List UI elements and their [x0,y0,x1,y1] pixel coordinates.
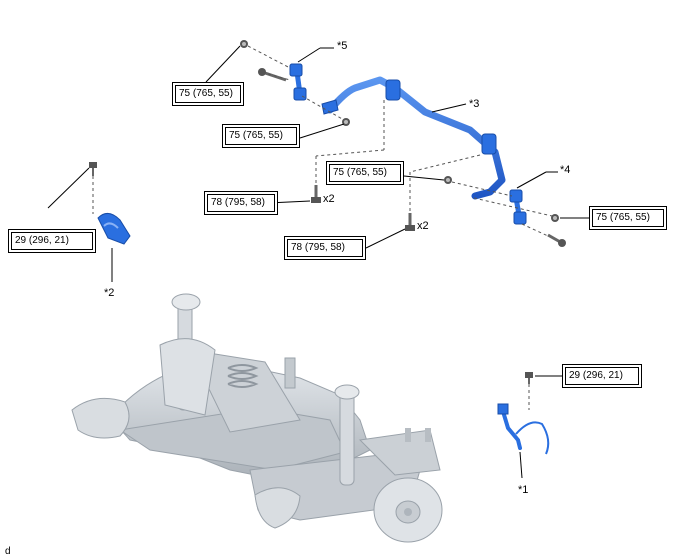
callout-part-2: *2 [104,287,115,299]
sensor-part-1 [497,403,550,455]
bolt-lower-link [547,233,566,247]
stabilizer-link-upper [289,63,307,101]
rear-suspension-assembly [71,293,443,543]
torque-spec-bracket-bolt-right: 78 (795, 58) [284,236,366,260]
torque-spec-bar-right-nut: 75 (765, 55) [326,161,404,185]
assembly-guide-lines [92,45,553,410]
torque-value: 29 (296, 21) [565,367,639,385]
nut-top-link [240,40,248,48]
stabilizer-bar [321,76,506,200]
torque-spec-sensor-1-bolt: 29 (296, 21) [562,364,642,388]
bolt-sensor-1 [525,372,533,384]
torque-spec-sensor-2-bolt: 29 (296, 21) [8,229,96,253]
torque-spec-lower-link-nut: 75 (765, 55) [589,206,667,230]
nut-link-lower-side [342,118,350,126]
torque-value: 75 (765, 55) [225,127,297,145]
bolt-bracket-left [311,185,321,203]
stabilizer-link-lower [509,189,527,225]
torque-value: 75 (765, 55) [175,85,241,103]
nut-lower-link [551,214,559,222]
quantity-label-left-bolts: x2 [323,193,335,205]
torque-spec-top-link-nut: 75 (765, 55) [172,82,244,106]
callout-part-4: *4 [560,164,571,176]
corner-label: d [5,546,11,557]
callout-part-1: *1 [518,484,529,496]
torque-value: 29 (296, 21) [11,232,93,250]
torque-value: 75 (765, 55) [592,209,664,227]
torque-value: 75 (765, 55) [329,164,401,182]
callout-part-5: *5 [337,40,348,52]
bolt-bracket-right [405,213,415,231]
sensor-part-2 [97,213,131,245]
callout-part-3: *3 [469,98,480,110]
quantity-label-right-bolts: x2 [417,220,429,232]
torque-value: 78 (795, 58) [287,239,363,257]
torque-spec-link-side-nut: 75 (765, 55) [222,124,300,148]
torque-spec-bracket-bolt-left: 78 (795, 58) [204,191,278,215]
torque-value: 78 (795, 58) [207,194,275,212]
bolt-sensor-2 [89,162,97,176]
nut-bar-right [444,176,452,184]
